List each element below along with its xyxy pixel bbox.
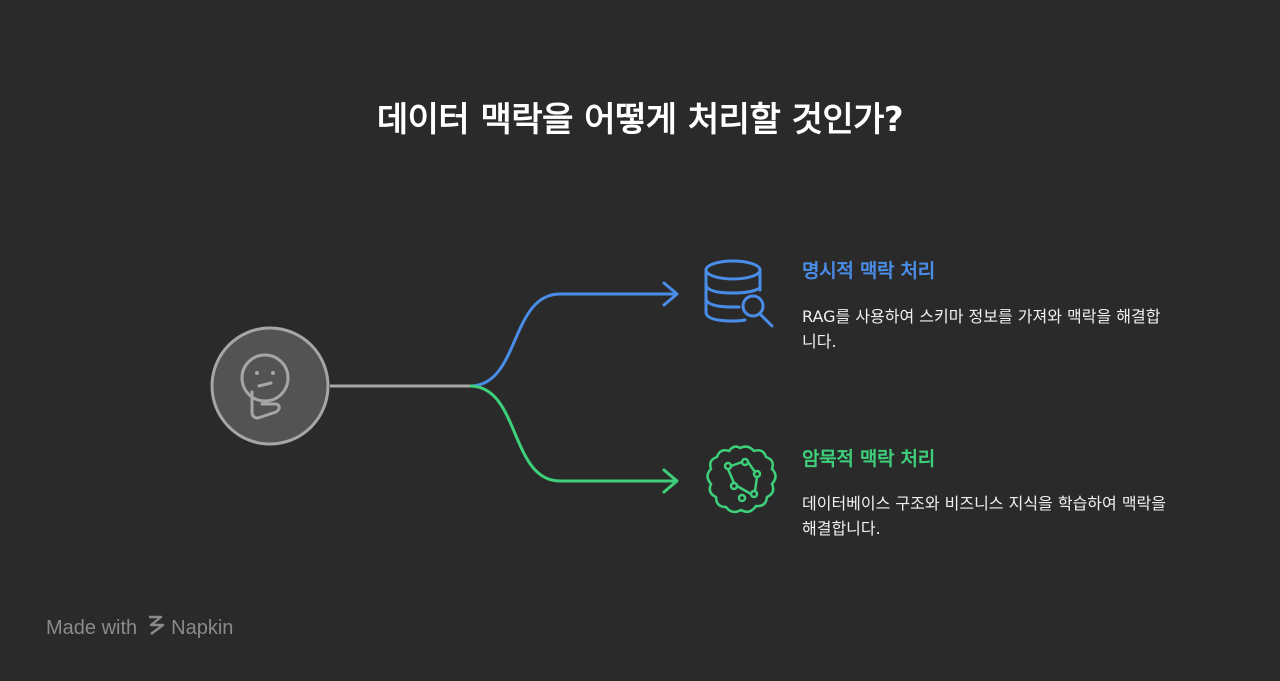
explicit-branch-title: 명시적 맥락 처리 [802, 260, 935, 282]
implicit-arrow-head [662, 468, 679, 494]
explicit-branch-description: RAG를 사용하여 스키마 정보를 가져와 맥락을 해결합니다. [802, 307, 1161, 351]
implicit-branch-title: 암묵적 맥락 처리 [802, 448, 935, 470]
database-search-icon [704, 259, 774, 328]
brain-circuit-icon [706, 445, 777, 514]
napkin-footer[interactable]: Made with Napkin [46, 614, 233, 642]
explicit-arrow-head [662, 281, 679, 307]
page-title: 데이터 맥락을 어떻게 처리할 것인가? [376, 100, 904, 140]
brand-name: Napkin [171, 616, 234, 639]
implicit-branch-line [469, 384, 676, 483]
made-with-label: Made with [46, 616, 138, 639]
napkin-logo-icon [147, 614, 165, 642]
implicit-branch-description: 데이터베이스 구조와 비즈니스 지식을 학습하여 맥락을 해결합니다. [802, 494, 1166, 538]
explicit-branch-line [469, 292, 676, 388]
thinking-face-icon [210, 326, 330, 446]
